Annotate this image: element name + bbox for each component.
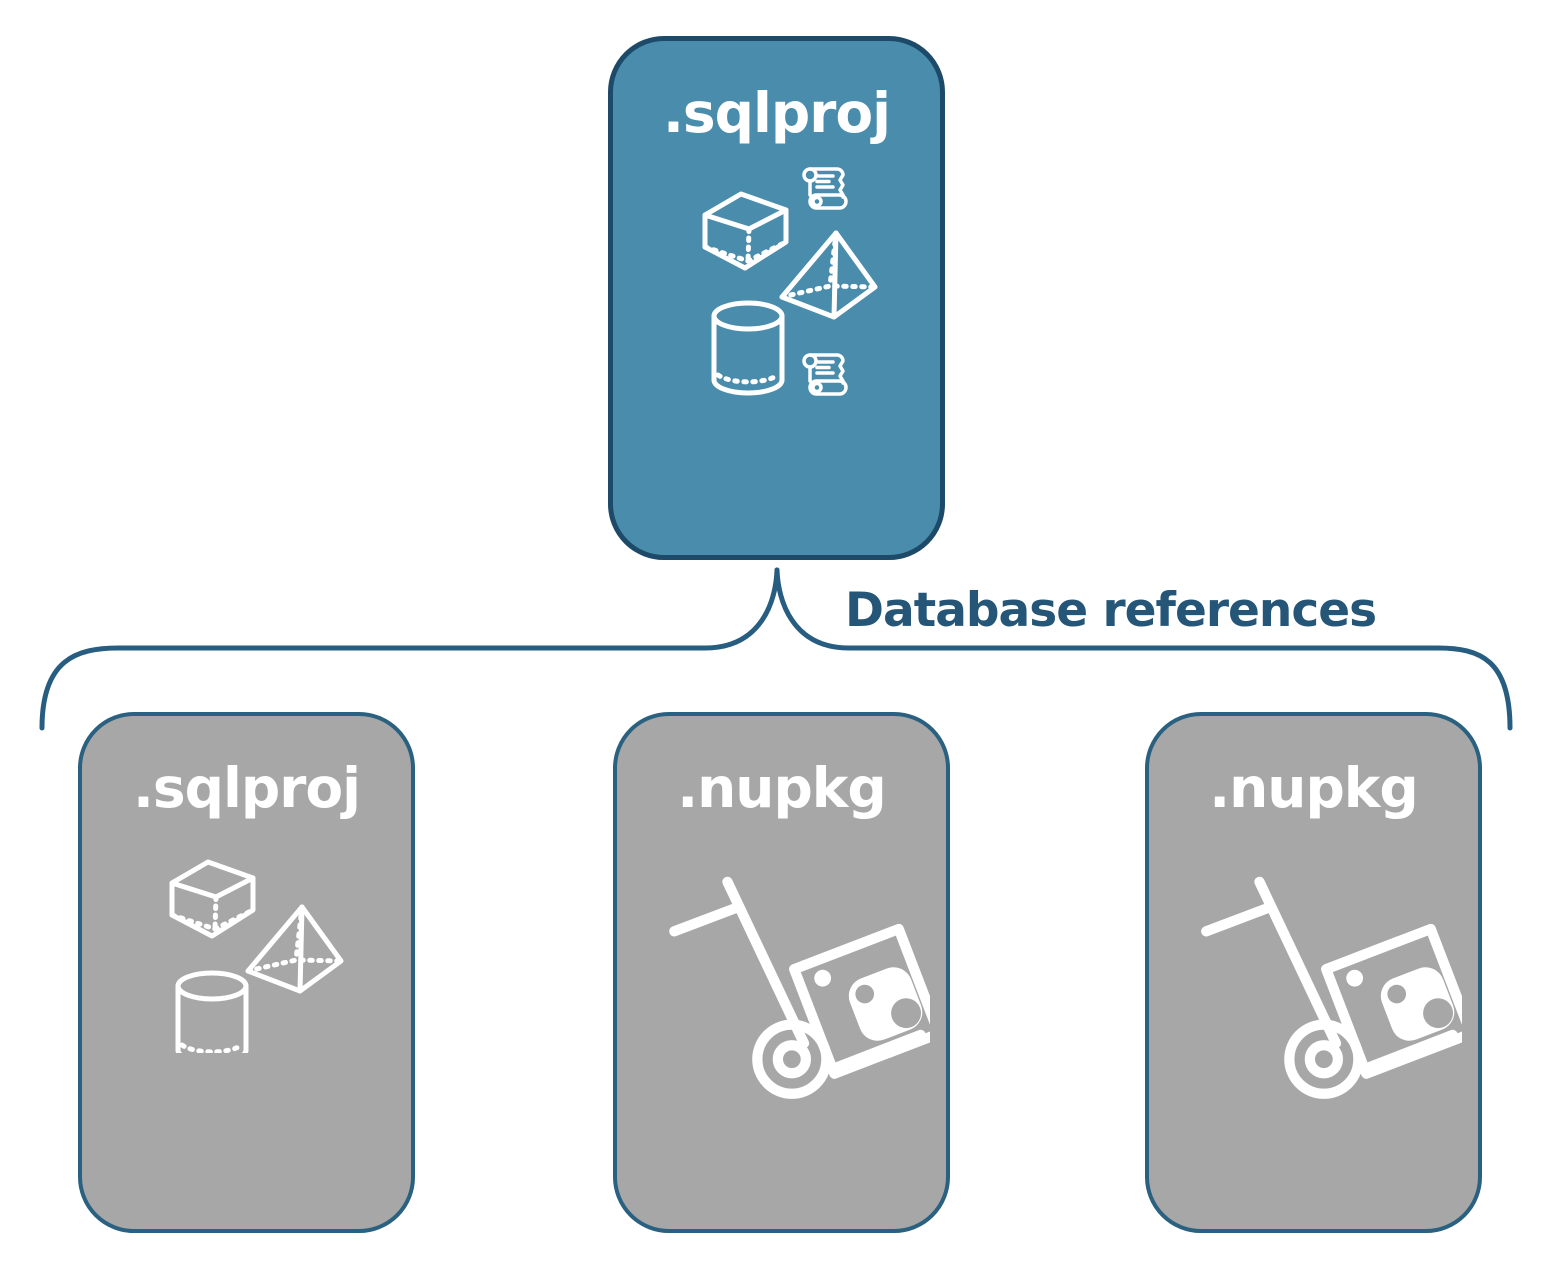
child-card-nupkg: .nupkg [613, 712, 950, 1233]
child-card-title: .sqlproj [133, 756, 361, 820]
nuget-package-dolly-icon [650, 852, 930, 1104]
child-card-title: .nupkg [677, 756, 887, 820]
sql-project-objects-icon [700, 167, 880, 396]
root-card-title: .sqlproj [663, 81, 891, 145]
child-card-title: .nupkg [1209, 756, 1419, 820]
child-card-nupkg: .nupkg [1145, 712, 1482, 1233]
database-references-brace [39, 567, 1513, 731]
nuget-package-dolly-icon [1182, 852, 1462, 1104]
sql-project-objects-icon [167, 858, 347, 1053]
root-card-sqlproj: .sqlproj [608, 36, 945, 560]
connector-label: Database references [845, 583, 1377, 638]
child-card-sqlproj: .sqlproj [78, 712, 415, 1233]
